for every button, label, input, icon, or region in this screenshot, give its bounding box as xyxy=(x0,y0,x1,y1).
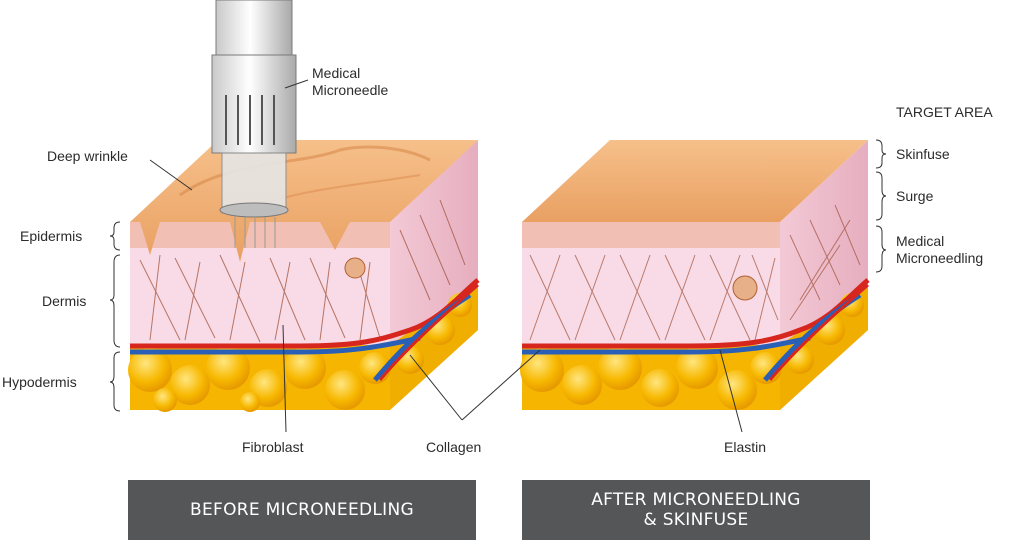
left-brackets xyxy=(109,221,121,412)
fibroblast-label: Fibroblast xyxy=(242,439,304,455)
epidermis-label: Epidermis xyxy=(20,228,83,244)
after-vein xyxy=(522,335,811,355)
right-brackets xyxy=(875,139,887,273)
target-skinfuse-label: Skinfuse xyxy=(896,146,950,162)
before-epidermis xyxy=(130,222,390,248)
after-side-fat xyxy=(780,285,868,410)
after-collagen-mesh xyxy=(529,204,861,341)
before-skin-block xyxy=(128,140,480,412)
before-caption: BEFORE MICRONEEDLING xyxy=(128,480,476,540)
after-artery xyxy=(522,278,870,349)
target-microneedling-line1: Medical xyxy=(896,233,945,249)
target-microneedling-line2: Microneedling xyxy=(896,250,984,266)
before-artery xyxy=(130,278,480,349)
leader-lines xyxy=(149,79,743,433)
hypodermis-label: Hypodermis xyxy=(2,374,77,390)
after-skin-block xyxy=(520,140,870,410)
elastin-label: Elastin xyxy=(724,439,767,455)
target-surge-label: Surge xyxy=(896,188,934,204)
medical-microneedle-line2: Microneedle xyxy=(312,82,389,98)
before-fat-cells xyxy=(128,293,472,412)
after-gland xyxy=(732,275,758,301)
after-caption-line2: & SKINFUSE xyxy=(643,510,749,530)
before-collagen-fibers xyxy=(139,199,466,343)
after-epidermis xyxy=(522,222,780,248)
target-medical-microneedling-label: Medical Microneedling xyxy=(896,233,983,267)
before-artery-2 xyxy=(378,283,479,381)
medical-microneedle-label: Medical Microneedle xyxy=(312,65,388,99)
before-top-surface xyxy=(130,140,478,262)
before-vein xyxy=(130,335,421,355)
after-caption-line1: AFTER MICRONEEDLING xyxy=(591,490,801,510)
after-artery-2 xyxy=(768,283,869,381)
microneedle-pen xyxy=(211,0,297,248)
collagen-label: Collagen xyxy=(426,439,482,455)
deep-wrinkle-label: Deep wrinkle xyxy=(47,148,128,164)
before-gland xyxy=(344,257,366,279)
after-caption: AFTER MICRONEEDLING & SKINFUSE xyxy=(522,480,870,540)
medical-microneedle-line1: Medical xyxy=(312,65,361,81)
target-area-title: TARGET AREA xyxy=(896,104,993,120)
dermis-label: Dermis xyxy=(42,293,87,309)
after-top-surface xyxy=(522,140,868,222)
